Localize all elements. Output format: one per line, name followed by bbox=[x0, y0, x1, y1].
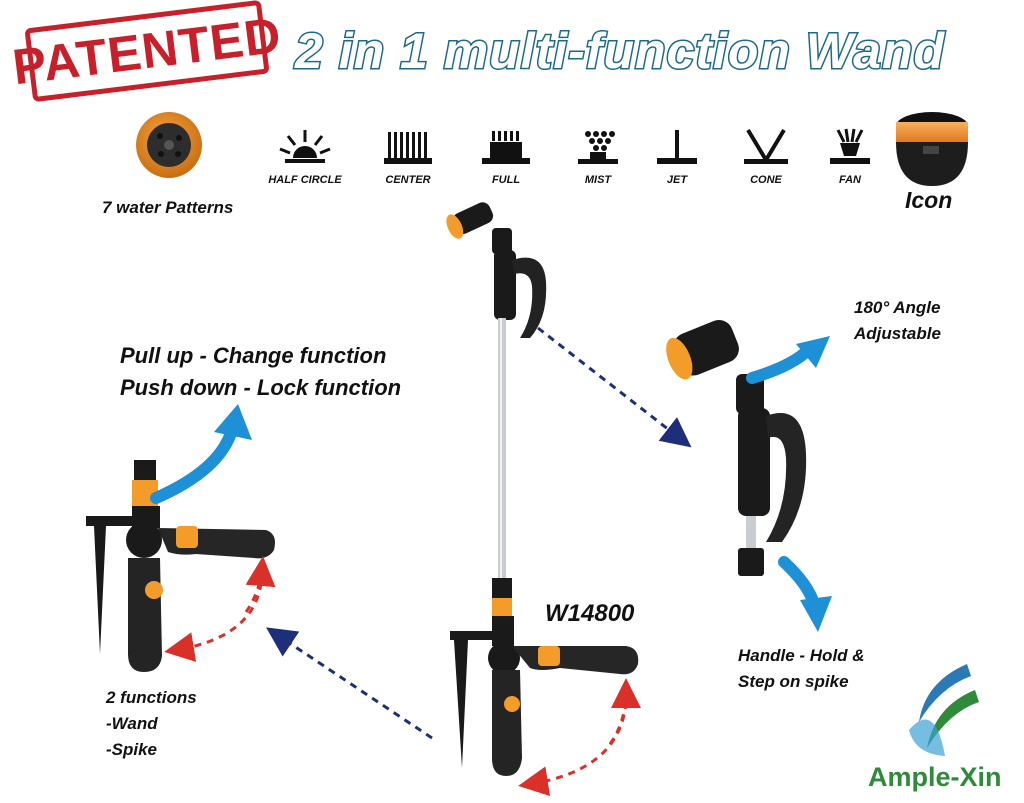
angle-line-2: Adjustable bbox=[854, 324, 941, 343]
dashed-arrow-to-spike bbox=[266, 627, 433, 740]
jet-icon bbox=[657, 130, 697, 164]
spike-closeup-image bbox=[86, 460, 275, 672]
dashed-arrow-to-handle bbox=[537, 326, 692, 448]
mist-icon bbox=[578, 131, 618, 164]
rotation-arrow-right-up bbox=[608, 678, 641, 745]
pattern-label: JET bbox=[666, 174, 688, 186]
nozzle-face-image bbox=[136, 112, 202, 178]
pattern-fan: FAN bbox=[810, 128, 890, 186]
pattern-jet: JET bbox=[637, 128, 717, 186]
rotation-arrow-left-up bbox=[244, 556, 276, 613]
dial-icon-image bbox=[896, 112, 968, 186]
handle-line-2: Step on spike bbox=[738, 672, 849, 691]
pattern-label: FULL bbox=[491, 174, 521, 186]
handle-arrow bbox=[778, 556, 832, 632]
brand-name: Ample-Xin bbox=[868, 762, 1002, 792]
functions-line-1: 2 functions bbox=[106, 688, 197, 707]
pattern-label: MIST bbox=[584, 174, 612, 186]
fan-icon bbox=[830, 128, 870, 164]
pattern-cone: CONE bbox=[726, 128, 806, 186]
center-icon bbox=[384, 132, 432, 164]
handle-text: Handle - Hold & Step on spike bbox=[738, 643, 865, 695]
cone-icon bbox=[744, 128, 788, 164]
pattern-label: CONE bbox=[750, 174, 782, 186]
pull-up-arrow bbox=[150, 404, 252, 504]
functions-line-2: -Wand bbox=[106, 714, 158, 733]
handle-closeup-image bbox=[666, 319, 807, 576]
pattern-center: CENTER bbox=[368, 128, 448, 186]
pattern-full: FULL bbox=[466, 128, 546, 186]
brand-logo-icon bbox=[909, 664, 979, 756]
function-text: Pull up - Change function Push down - Lo… bbox=[120, 340, 401, 404]
page-title: 2 in 1 multi-function Wand bbox=[293, 22, 946, 81]
angle-text: 180° Angle Adjustable bbox=[854, 295, 941, 347]
pattern-label: FAN bbox=[839, 174, 861, 186]
half-circle-icon bbox=[279, 130, 331, 163]
water-patterns-caption: 7 water Patterns bbox=[102, 198, 234, 217]
icon-caption: Icon bbox=[905, 187, 953, 213]
angle-arrow bbox=[746, 336, 830, 384]
functions-text: 2 functions -Wand -Spike bbox=[106, 685, 197, 763]
wand-image bbox=[446, 202, 639, 776]
angle-line-1: 180° Angle bbox=[854, 298, 941, 317]
pattern-half-circle: HALF CIRCLE bbox=[265, 128, 345, 186]
function-line-2: Push down - Lock function bbox=[120, 375, 402, 400]
full-icon bbox=[482, 131, 530, 164]
pattern-label: HALF CIRCLE bbox=[268, 174, 342, 186]
pattern-label: CENTER bbox=[385, 174, 431, 186]
handle-line-1: Handle - Hold & bbox=[738, 646, 865, 665]
functions-line-3: -Spike bbox=[106, 740, 158, 759]
model-number: W14800 bbox=[545, 600, 635, 627]
function-line-1: Pull up - Change function bbox=[120, 343, 387, 368]
pattern-mist: MIST bbox=[558, 128, 638, 186]
